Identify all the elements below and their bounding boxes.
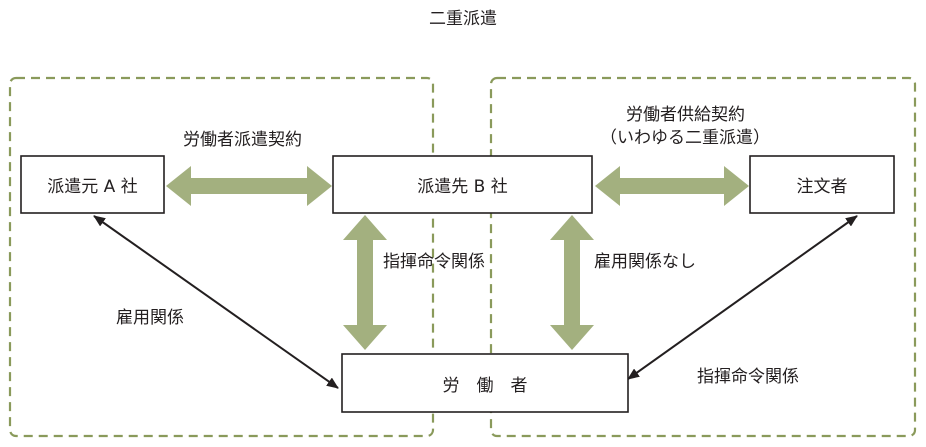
command-relation-arrow-center xyxy=(343,215,387,350)
right-group-dashed-border xyxy=(489,76,917,438)
employment-arrow xyxy=(93,215,339,389)
command-relation-arrow-right xyxy=(627,215,858,380)
left-group-dashed-border xyxy=(8,76,435,438)
chumonsha-box xyxy=(749,155,895,214)
chumonsha-label: 注文者 xyxy=(796,177,848,197)
no-employment-label: 雇用関係なし xyxy=(594,252,696,272)
command-relation-label-right: 指揮命令関係 xyxy=(697,367,799,387)
haken-moto-box xyxy=(20,155,165,214)
supply-contract-arrow xyxy=(595,166,749,206)
haken-moto-label: 派遣元 A 社 xyxy=(47,177,138,197)
diagram-title: 二重派遣 xyxy=(429,9,497,29)
supply-contract-label-line2: （いわゆる二重派遣） xyxy=(600,128,770,148)
employment-label: 雇用関係 xyxy=(116,308,184,328)
command-relation-label-center: 指揮命令関係 xyxy=(383,252,485,272)
no-employment-arrow xyxy=(550,215,594,350)
supply-contract-label-line1: 労働者供給契約 xyxy=(626,105,745,125)
haken-saki-label: 派遣先 B 社 xyxy=(417,177,508,197)
worker-label: 労 働 者 xyxy=(442,375,528,396)
dispatch-contract-label: 労働者派遣契約 xyxy=(183,130,302,150)
dispatch-contract-arrow xyxy=(166,166,332,206)
worker-box xyxy=(341,353,629,413)
haken-saki-box xyxy=(332,155,593,214)
